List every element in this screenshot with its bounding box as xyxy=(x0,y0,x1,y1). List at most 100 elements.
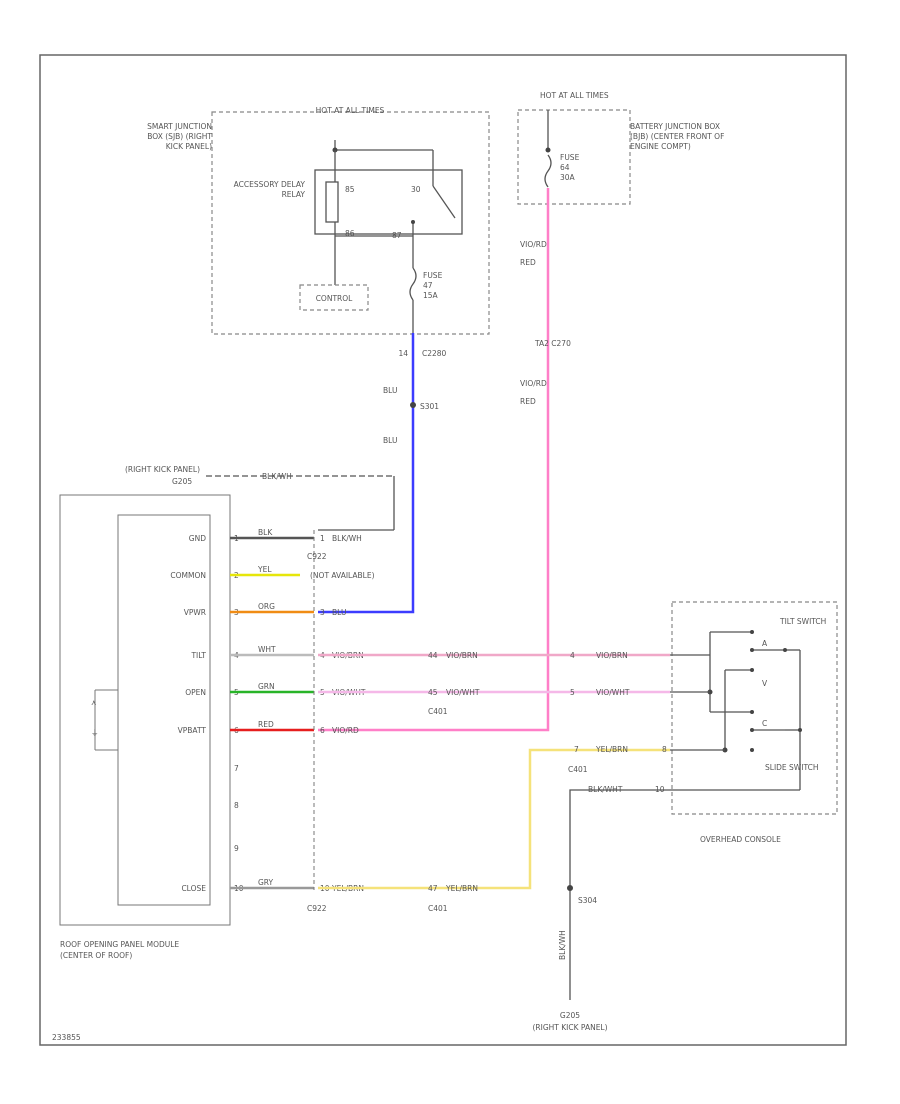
battery-junction-box: HOT AT ALL TIMES BATTERY JUNCTION BOX (B… xyxy=(517,91,725,205)
switch-contact-8 xyxy=(798,728,802,732)
c401-wire-label: VIO/BRN xyxy=(446,651,478,660)
bjb-name-box: BATTERY JUNCTION BOX (BJB) (CENTER FRONT… xyxy=(630,122,725,152)
module-pin-note: (NOT AVAILABLE) xyxy=(310,571,375,580)
smart-junction-box: HOT AT ALL TIMES SMART JUNCTION BOX (SJB… xyxy=(147,106,490,335)
relay-pin-30: 30 xyxy=(411,185,421,194)
console-black-end-pin: 10 xyxy=(655,785,665,794)
module-pin-name: TILT xyxy=(190,651,206,660)
module-pin-color: RED xyxy=(258,720,274,729)
module-pin-name: CLOSE xyxy=(181,884,206,893)
sjb-boundary xyxy=(211,111,490,335)
module-pin-number: 9 xyxy=(234,844,239,853)
c401-right-pin: 4 xyxy=(570,651,575,660)
pink-splice-label: TA2 C270 xyxy=(534,339,571,348)
console-yellow-pin: 7 xyxy=(574,745,579,754)
console-ground-wire xyxy=(569,789,670,1000)
ground-top-g205: G205 xyxy=(172,477,192,486)
module-inner xyxy=(117,514,211,906)
splice-s304-label: S304 xyxy=(578,896,597,905)
connector-c922-top: C922 xyxy=(307,552,327,561)
sjb-hot-label: HOT AT ALL TIMES xyxy=(316,106,385,115)
module-pin-name: OPEN xyxy=(185,688,206,697)
module-pin-color: GRN xyxy=(258,682,275,691)
fuse-47-label: FUSE xyxy=(423,271,443,280)
module-pin-name: GND xyxy=(189,534,206,543)
pink-bottom-wire-color: RED xyxy=(520,397,536,406)
switch-pin-a: A xyxy=(762,639,768,648)
splice-s301-label: S301 xyxy=(420,402,439,411)
c401-pin: 44 xyxy=(428,651,438,660)
relay-pin-85: 85 xyxy=(345,185,355,194)
module-pin-rows: GND1BLK1BLK/WHCOMMON2YEL(NOT AVAILABLE)V… xyxy=(170,528,374,893)
fuse-64-label: FUSE xyxy=(560,153,580,162)
console-boundary xyxy=(671,601,838,815)
bjb-name: BATTERY JUNCTION BOX (BJB) (CENTER FRONT… xyxy=(630,122,725,152)
module-pin-name: COMMON xyxy=(170,571,206,580)
splice-s304 xyxy=(567,885,573,891)
ground-top-wire-label: BLK/WH xyxy=(262,472,292,481)
c401-right-wire-label: VIO/BRN xyxy=(596,651,628,660)
module-pin-color: WHT xyxy=(258,645,276,654)
switch-contact-5 xyxy=(750,728,754,732)
relay-name-box: ACCESSORY DELAY RELAY xyxy=(233,180,305,199)
slide-switch-label: SLIDE SWITCH xyxy=(765,763,818,772)
fuse-64-symbol xyxy=(544,154,552,188)
connector-pin: 3 xyxy=(320,608,325,617)
switch-contact-6 xyxy=(750,748,754,752)
bjb-boundary xyxy=(517,109,631,205)
module-pin-color: GRY xyxy=(258,878,274,887)
module-pin-color: YEL xyxy=(257,565,272,574)
ground-bottom-wire: BLK/WH xyxy=(558,930,567,960)
roof-opening-panel-module: ROOF OPENING PANEL MODULE (CENTER OF ROO… xyxy=(59,494,231,960)
switch-contact-4 xyxy=(750,710,754,714)
fuse-64-number: 64 xyxy=(560,163,570,172)
connector-wire-label: VIO/RD xyxy=(332,726,359,735)
connector-c401-bottom: C401 xyxy=(428,904,448,913)
module-name: ROOF OPENING PANEL MODULE (CENTER OF ROO… xyxy=(60,940,180,960)
motor-ground-icon: ⏚ xyxy=(91,728,99,737)
switch-contact-3 xyxy=(750,668,754,672)
relay-coil xyxy=(325,181,339,223)
blue-vpwr-wire xyxy=(318,333,415,614)
ground-bottom-g205: G205 xyxy=(560,1011,580,1020)
module-pin-number: 7 xyxy=(234,764,239,773)
module-pin-name: VPWR xyxy=(184,608,206,617)
fuse-47-number: 47 xyxy=(423,281,433,290)
pink-top-wire-color: RED xyxy=(520,258,536,267)
fuse-47-symbol xyxy=(409,267,417,301)
pink-bottom-wire-code: VIO/RD xyxy=(520,379,547,388)
relay-box xyxy=(314,169,463,235)
module-outer xyxy=(59,494,231,926)
fuse-47-rating: 15A xyxy=(423,291,439,300)
sjb-name-box: SMART JUNCTION BOX (SJB) (RIGHT KICK PAN… xyxy=(147,122,212,152)
bjb-node xyxy=(545,147,551,153)
c401-pin: 47 xyxy=(428,884,438,893)
sjb-name: SMART JUNCTION BOX (SJB) (RIGHT KICK PAN… xyxy=(147,122,212,152)
c2280-label: C2280 xyxy=(422,349,447,358)
diagram-frame xyxy=(39,54,847,1046)
motor-icon: ⋏ xyxy=(91,698,97,707)
ground-bottom-location: (RIGHT KICK PANEL) xyxy=(532,1023,607,1032)
pink-vpbatt-wire xyxy=(318,188,550,732)
module-pin-color: ORG xyxy=(258,602,275,611)
console-yellow-wire: YEL/BRN xyxy=(595,745,628,754)
bjb-hot-label: HOT AT ALL TIMES xyxy=(540,91,609,100)
ground-top-location: (RIGHT KICK PANEL) xyxy=(125,465,200,474)
blue-bottom-wire-color: BLU xyxy=(383,436,397,445)
connector-pin: 6 xyxy=(320,726,325,735)
c401-wire-label: VIO/WHT xyxy=(446,688,480,697)
console-yellow-end-pin: 8 xyxy=(662,745,667,754)
switch-contact-7 xyxy=(783,648,787,652)
overhead-console: OVERHEAD CONSOLE TILT SWITCH SLIDE SWITC… xyxy=(670,601,838,844)
c401-wire-label: YEL/BRN xyxy=(445,884,478,893)
module-pin-color: BLK xyxy=(258,528,273,537)
connector-wire-label: BLU xyxy=(332,608,346,617)
relay-name: ACCESSORY DELAY RELAY xyxy=(233,180,305,199)
switch-contact-2 xyxy=(750,648,754,652)
c401-pin: 45 xyxy=(428,688,438,697)
diagram-code: 233855 xyxy=(52,1033,81,1042)
fuse-64-rating: 30A xyxy=(560,173,576,182)
control-box xyxy=(299,284,369,311)
